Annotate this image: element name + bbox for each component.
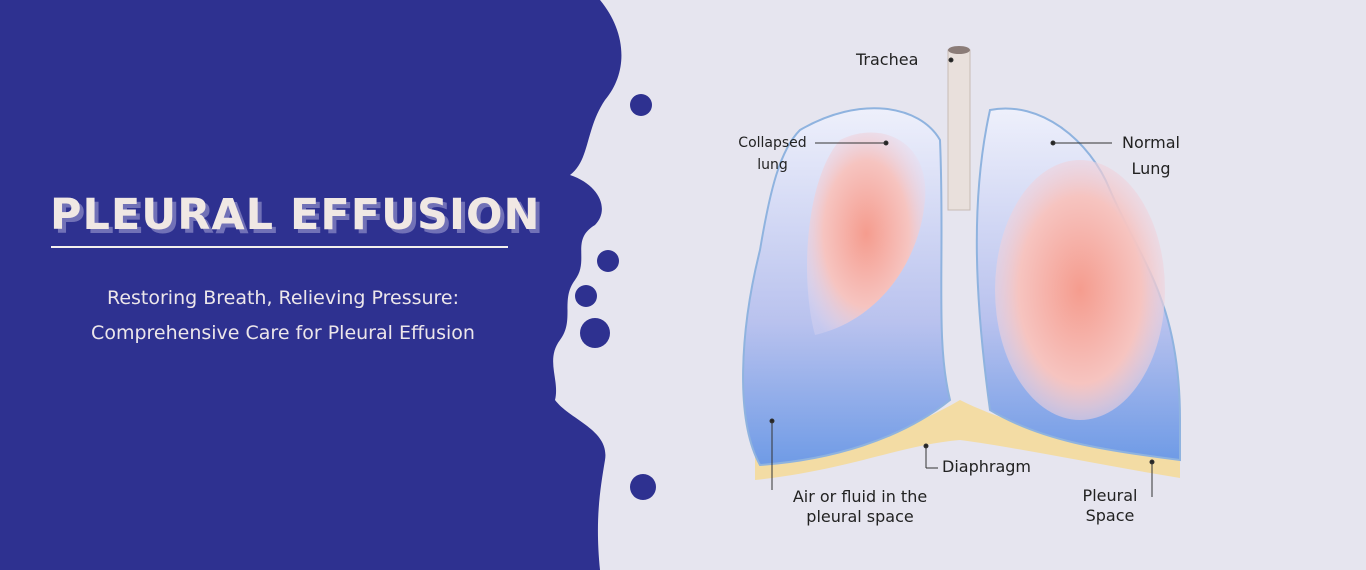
subtitle-line-2: Comprehensive Care for Pleural Effusion	[91, 322, 475, 344]
decorative-dots	[575, 94, 656, 500]
lung-diagram	[742, 46, 1181, 480]
label-pleural-line1: Pleural	[1082, 486, 1138, 505]
label-normal-line2: Lung	[1131, 159, 1171, 178]
label-collapsed-line2: lung	[757, 157, 788, 173]
label-collapsed-line1: Collapsed	[738, 135, 807, 151]
label-collapsed-lung: Collapsed lung	[730, 133, 815, 175]
label-normal-lung: Normal Lung	[1112, 133, 1190, 179]
page-title: PLEURAL EFFUSION	[50, 190, 541, 240]
label-leaders	[769, 57, 1155, 497]
label-air-fluid: Air or fluid in the pleural space	[780, 487, 940, 527]
label-pleural-space: Pleural Space	[1075, 486, 1145, 526]
blue-panel	[0, 0, 622, 570]
label-pleural-line2: Space	[1085, 506, 1135, 525]
label-normal-line1: Normal	[1122, 133, 1180, 152]
label-trachea: Trachea	[856, 50, 919, 69]
label-diaphragm: Diaphragm	[942, 457, 1031, 476]
label-air-line1: Air or fluid in the	[792, 487, 928, 506]
subtitle-line-1: Restoring Breath, Relieving Pressure:	[106, 287, 460, 309]
label-air-line2: pleural space	[806, 507, 914, 526]
title-underline	[51, 246, 508, 248]
